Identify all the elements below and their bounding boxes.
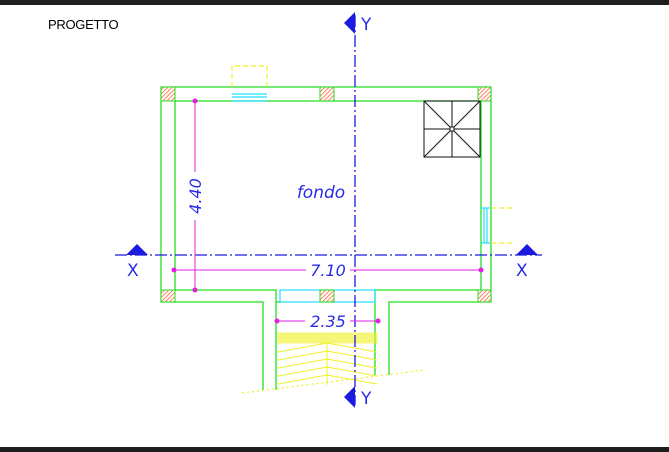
x-axis-marker-right-icon (516, 244, 538, 255)
entrance-steps (277, 332, 378, 385)
x-axis-label-left: X (127, 261, 139, 281)
y-axis-label-top: Y (360, 15, 372, 35)
hidden-lines (231, 65, 515, 394)
dimension-height: 4.40 (186, 178, 205, 214)
room-label: fondo (297, 183, 345, 203)
y-axis-marker-bottom-icon (344, 386, 355, 408)
x-axis-marker-left-icon (126, 244, 148, 255)
dimension-lines (171, 98, 484, 324)
dimension-entrance: 2.35 (310, 312, 346, 331)
y-axis-label-bottom: Y (360, 389, 372, 409)
walls (160, 86, 492, 390)
x-axis-label-right: X (516, 261, 528, 281)
dimension-width: 7.10 (310, 261, 346, 280)
top-border (0, 0, 669, 5)
bottom-border (0, 447, 669, 452)
y-axis-marker-top-icon (344, 12, 355, 34)
pillars (160, 86, 492, 303)
stair-icon (423, 100, 481, 158)
drawing-title: PROGETTO (48, 17, 119, 32)
axis-lines (115, 15, 542, 405)
axis-markers (126, 12, 538, 408)
